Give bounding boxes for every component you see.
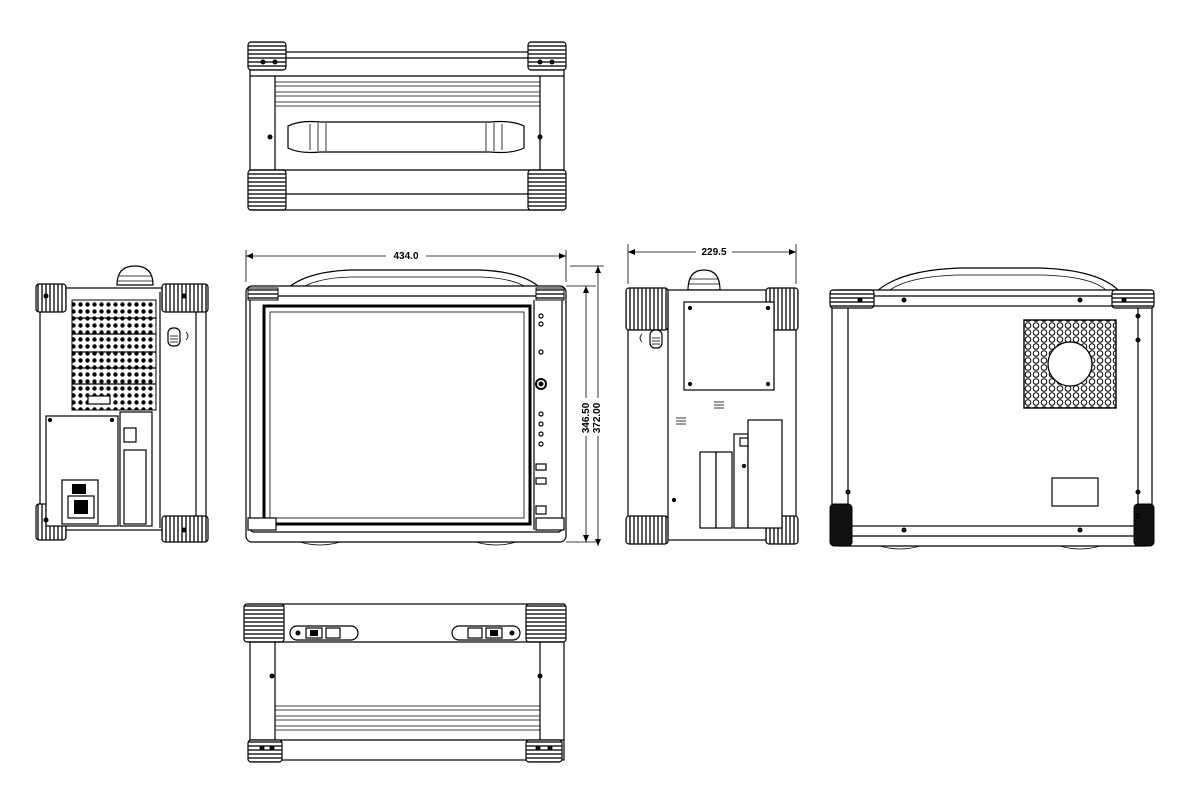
front-controls	[535, 313, 547, 515]
drive-bays	[699, 419, 783, 529]
label-plate	[1051, 477, 1099, 507]
bottom-rails	[275, 705, 540, 731]
power-module	[45, 415, 119, 527]
dim-depth-label: 229.5	[701, 247, 726, 258]
side-latch-left	[167, 327, 189, 347]
dim-inner-height-label: 346.50	[581, 402, 592, 433]
rear-view	[829, 267, 1155, 550]
expansion-slots	[71, 299, 157, 411]
dimension-width	[245, 250, 567, 282]
access-panel	[683, 301, 775, 391]
front-view	[245, 269, 567, 546]
carry-handle	[287, 120, 525, 154]
dim-outer-height-label: 372.00	[592, 402, 603, 433]
right-side-view	[625, 269, 799, 545]
top-view	[247, 41, 567, 211]
bottom-latch-left	[289, 625, 359, 641]
dimension-depth	[627, 244, 797, 284]
side-latch-right	[639, 329, 663, 349]
bottom-view	[243, 603, 567, 763]
dim-width-label: 434.0	[393, 251, 418, 262]
drive-bay	[119, 411, 153, 527]
vent-slots	[676, 401, 724, 425]
bottom-latch-right	[451, 625, 521, 641]
fan-grille	[1023, 319, 1117, 409]
dimension-heights	[566, 265, 604, 546]
rail-lines	[275, 81, 540, 107]
left-side-view	[35, 265, 209, 543]
